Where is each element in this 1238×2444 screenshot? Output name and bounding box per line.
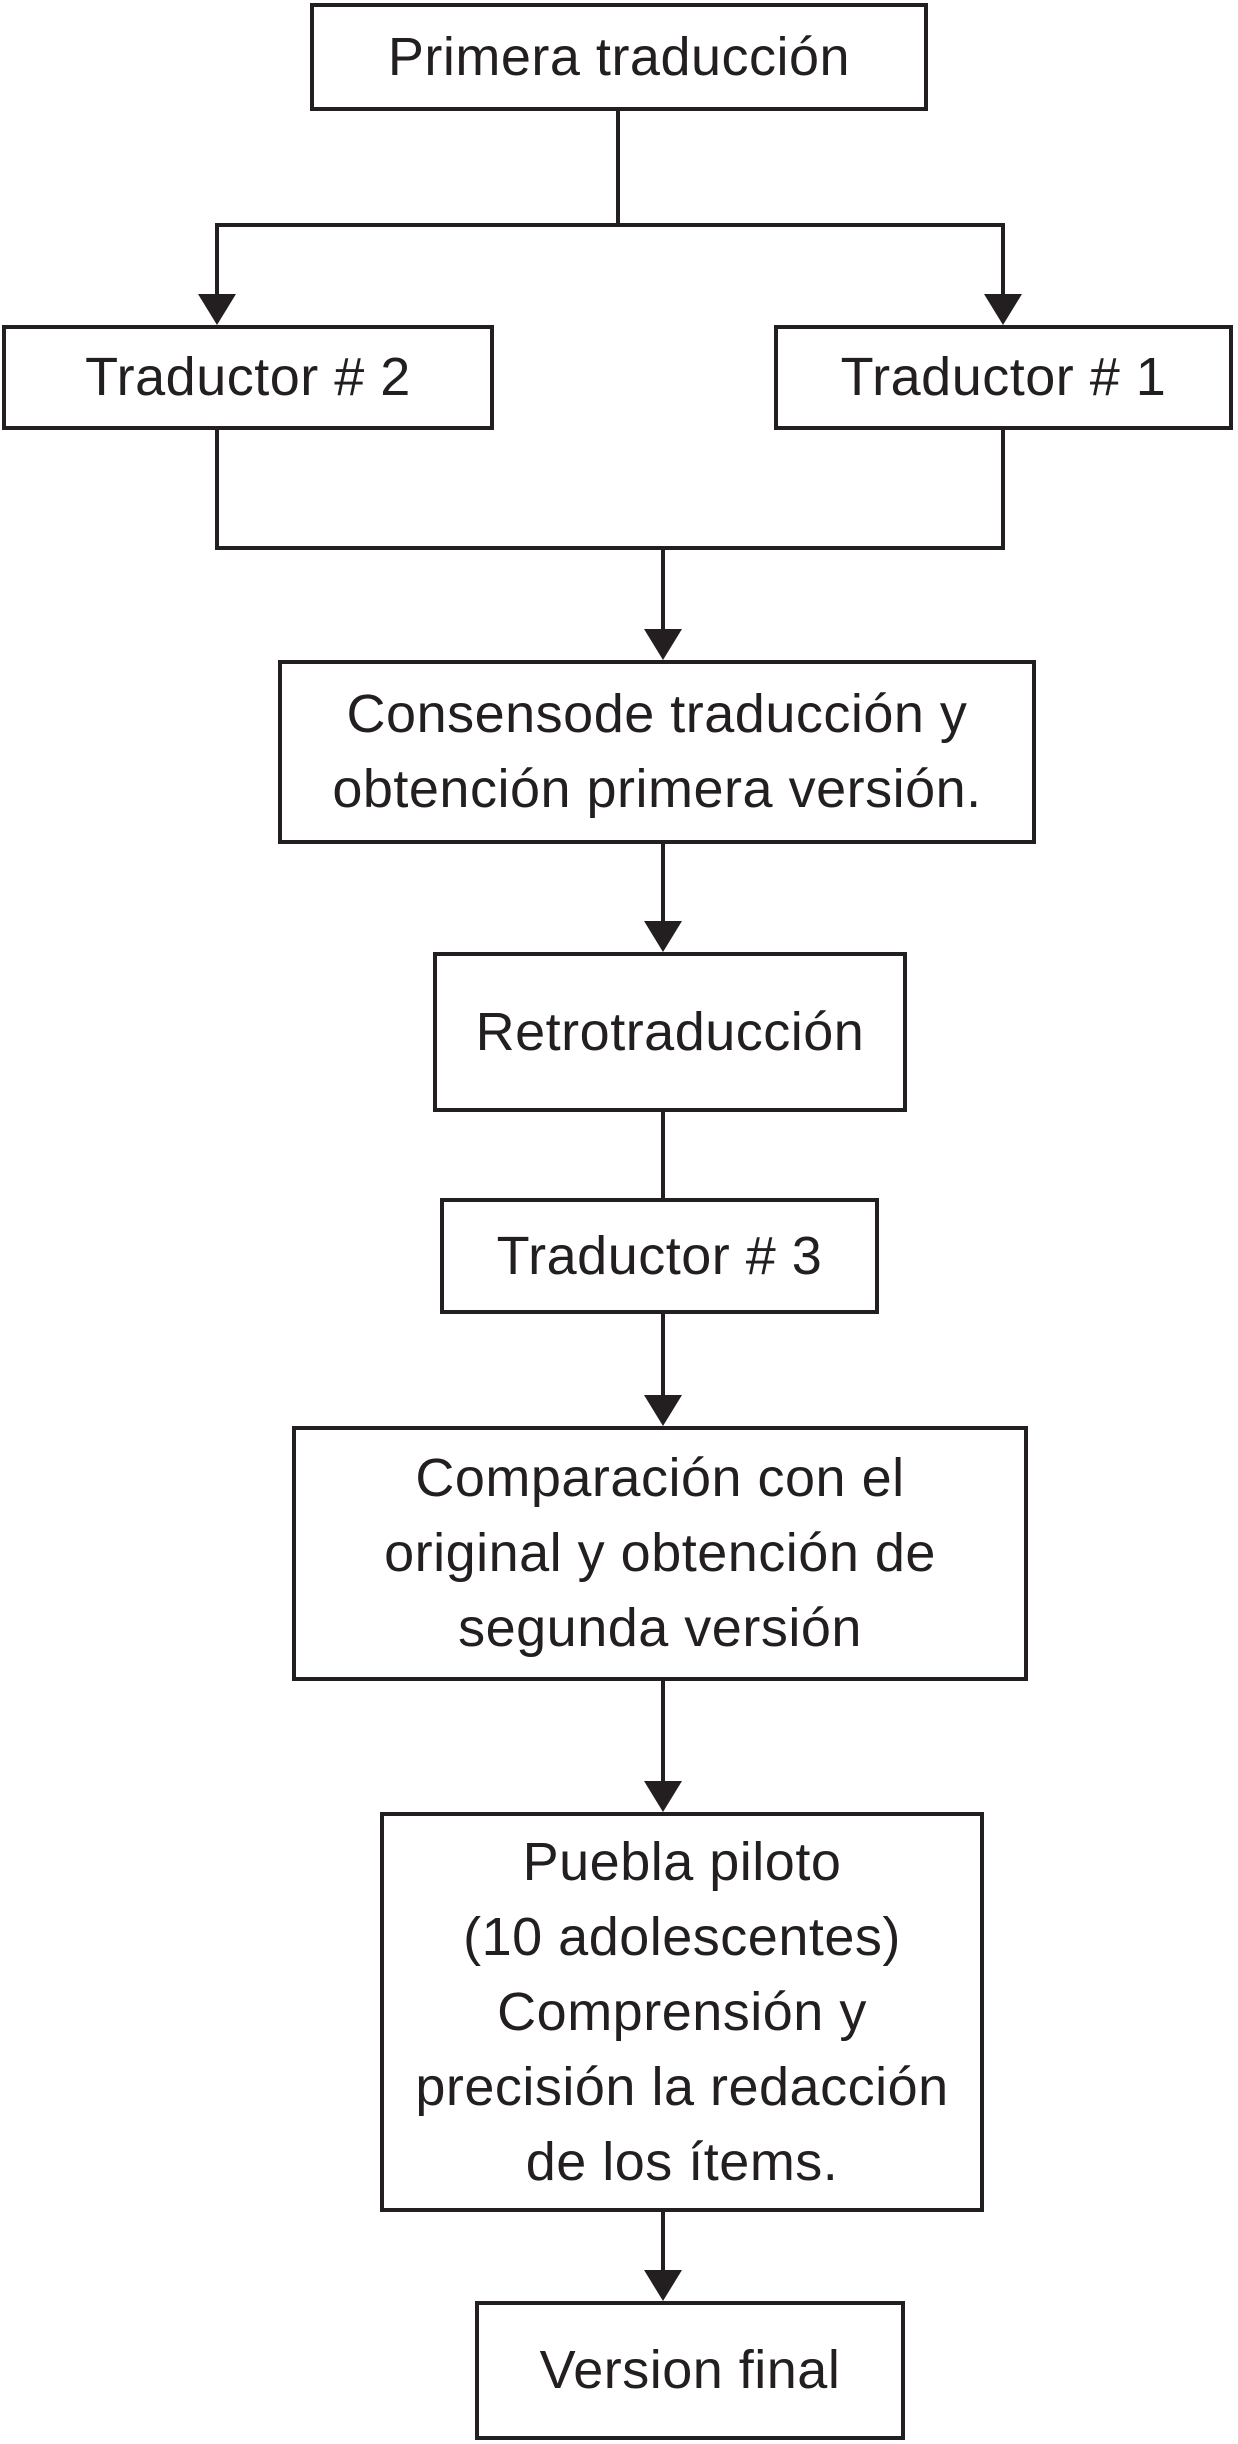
connector-retro-to-traductor-3 [661,1112,665,1202]
arrow-down-icon [644,629,682,660]
connector-consenso-to-retro [661,844,665,924]
flowchart-node-primera-traduccion: Primera traducción [310,3,928,111]
flowchart-node-version-final: Version final [475,2301,905,2440]
arrow-down-icon [644,2270,682,2301]
branch-horizontal-line [215,223,1005,227]
arrow-down-icon [644,1781,682,1812]
connector-branch-to-traductor-1 [1001,223,1005,299]
connector-comparacion-to-piloto [661,1681,665,1784]
merge-horizontal-line [215,546,1005,550]
node-label: Traductor # 1 [840,347,1167,407]
flowchart-node-traductor-2: Traductor # 2 [2,325,494,430]
flowchart-node-traductor-3: Traductor # 3 [440,1198,879,1314]
node-label: Retrotraducción [475,1001,865,1062]
connector-primera-to-branch [616,110,620,227]
node-label: Primera traducción [387,26,851,87]
arrow-down-icon [984,294,1022,325]
node-label: Version final [539,2340,841,2400]
connector-traductor-1-to-merge [1001,430,1005,550]
connector-traductor-2-to-merge [215,430,219,550]
arrow-down-icon [198,294,236,325]
connector-branch-to-traductor-2 [215,223,219,299]
connector-merge-to-consenso [661,546,665,632]
node-label: Comparación con el original y obtención … [384,1448,936,1658]
connector-piloto-to-version [661,2212,665,2273]
flowchart-node-comparacion-original: Comparación con el original y obtención … [292,1426,1028,1681]
node-label: Traductor # 3 [496,1225,823,1286]
flowchart-node-prueba-piloto: Puebla piloto (10 adolescentes) Comprens… [380,1812,984,2212]
arrow-down-icon [644,1395,682,1426]
flowchart-node-traductor-1: Traductor # 1 [774,325,1233,430]
arrow-down-icon [644,921,682,952]
node-label: Consensode traducción y obtención primer… [332,684,982,819]
node-label: Puebla piloto (10 adolescentes) Comprens… [415,1831,949,2192]
node-label: Traductor # 2 [85,347,411,407]
flowchart-node-retrotraduccion: Retrotraducción [433,952,907,1112]
flowchart-node-consenso-traduccion: Consensode traducción y obtención primer… [278,660,1036,844]
connector-traductor-3-to-comparacion [661,1314,665,1398]
